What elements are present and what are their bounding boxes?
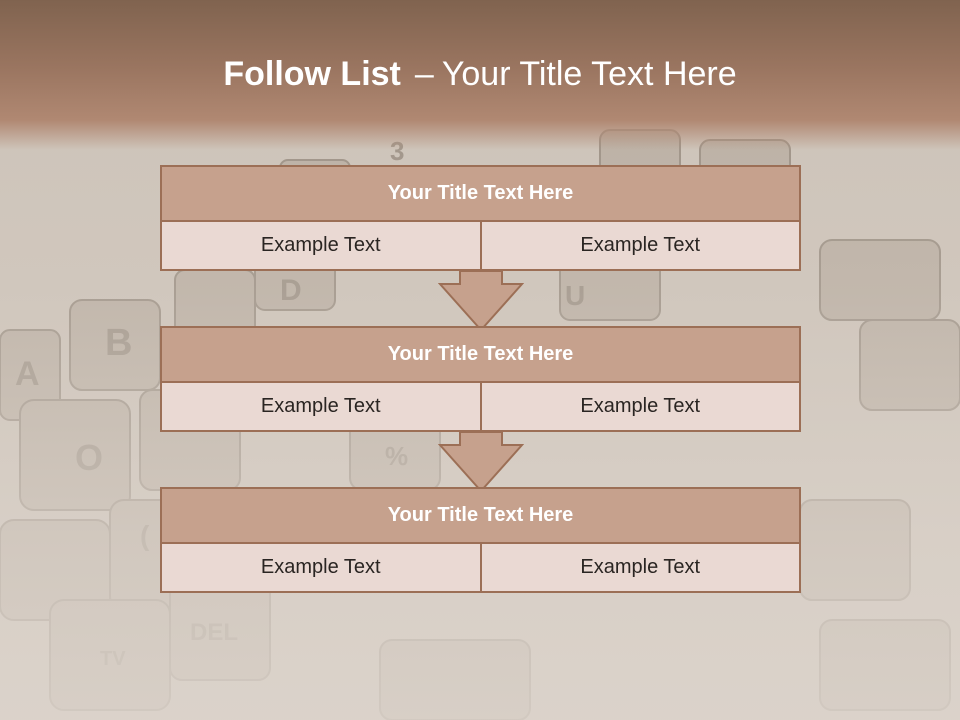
block-cell-left: Example Text bbox=[260, 556, 381, 578]
block-cell-right: Example Text bbox=[479, 222, 800, 269]
follow-block-2: Your Title Text Here Example Text Exampl… bbox=[160, 326, 801, 432]
follow-block-1: Your Title Text Here Example Text Exampl… bbox=[160, 165, 801, 271]
down-arrow-icon bbox=[438, 431, 524, 493]
block-row: Example Text Example Text bbox=[160, 544, 801, 593]
block-cell-right: Example Text bbox=[479, 544, 800, 591]
slide-title: Follow List–Your Title Text Here bbox=[0, 55, 960, 94]
slide-title-bold: Follow List bbox=[223, 55, 401, 93]
follow-block-3: Your Title Text Here Example Text Exampl… bbox=[160, 487, 801, 593]
block-title: Your Title Text Here bbox=[160, 326, 801, 383]
block-title: Your Title Text Here bbox=[160, 487, 801, 544]
block-title: Your Title Text Here bbox=[160, 165, 801, 222]
block-cell-left: Example Text bbox=[260, 234, 381, 256]
block-row: Example Text Example Text bbox=[160, 222, 801, 271]
header-band bbox=[0, 0, 960, 150]
slide-title-rest: Your Title Text Here bbox=[441, 55, 737, 93]
block-row: Example Text Example Text bbox=[160, 383, 801, 432]
block-cell-left: Example Text bbox=[260, 395, 381, 417]
slide-title-separator: – bbox=[414, 55, 434, 93]
block-cell-right: Example Text bbox=[479, 383, 800, 430]
down-arrow-icon bbox=[438, 270, 524, 332]
